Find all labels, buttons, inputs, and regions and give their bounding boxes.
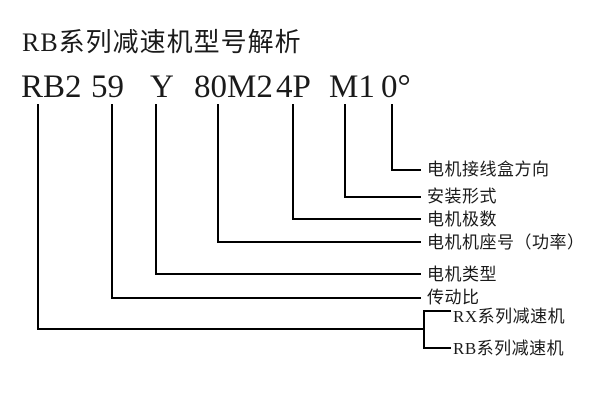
- callout-label-motor-type: 电机类型: [427, 265, 497, 284]
- callout-line-poles-horizontal: [292, 218, 421, 220]
- callout-label-mounting: 安装形式: [427, 187, 497, 206]
- callout-label-junction-box: 电机接线盒方向: [427, 160, 550, 179]
- series-branch-bracket-top-arm: [423, 310, 451, 312]
- code-segment-series: RB2: [21, 69, 82, 105]
- callout-line-series-vertical: [37, 104, 39, 330]
- callout-line-junction-box-vertical: [391, 104, 393, 171]
- callout-line-mounting-horizontal: [344, 196, 421, 198]
- series-branch-label-rx: RX系列减速机: [453, 307, 566, 326]
- callout-label-poles: 电机极数: [427, 210, 497, 229]
- callout-line-frame-size-vertical: [217, 104, 219, 243]
- callout-line-series-horizontal: [37, 328, 425, 330]
- callout-line-poles-vertical: [292, 104, 294, 220]
- callout-line-motor-type-horizontal: [155, 273, 421, 275]
- code-segment-ratio: 59: [91, 69, 124, 105]
- series-branch-bracket-bottom-arm: [423, 347, 451, 349]
- code-segment-motor-type: Y: [150, 69, 174, 105]
- code-segment-frame-size: 80M2: [194, 69, 273, 105]
- diagram-title: RB系列减速机型号解析: [22, 28, 302, 57]
- callout-line-junction-box-horizontal: [391, 169, 421, 171]
- code-segment-junction-box: 0°: [381, 69, 411, 105]
- callout-line-mounting-vertical: [344, 104, 346, 198]
- callout-line-motor-type-vertical: [155, 104, 157, 275]
- code-segment-mounting: M1: [329, 69, 375, 105]
- callout-line-ratio-horizontal: [111, 297, 421, 299]
- callout-line-frame-size-horizontal: [217, 241, 421, 243]
- callout-line-ratio-vertical: [111, 104, 113, 299]
- callout-label-ratio: 传动比: [427, 288, 480, 307]
- series-branch-label-rb: RB系列减速机: [453, 339, 565, 358]
- callout-label-frame-size: 电机机座号（功率）: [427, 233, 585, 252]
- code-segment-poles: 4P: [276, 69, 311, 105]
- series-branch-bracket-vertical: [423, 310, 425, 349]
